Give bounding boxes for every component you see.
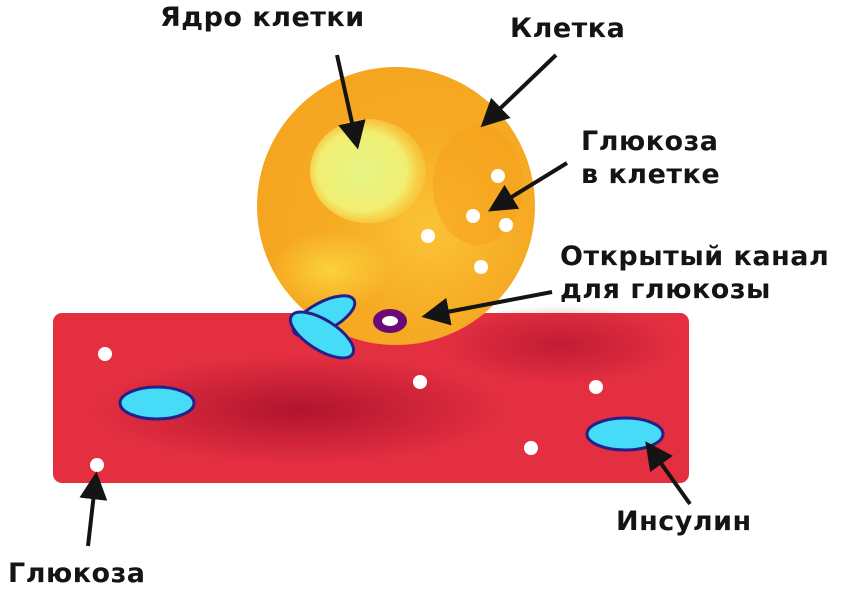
label-open-channel-line1: Открытый канал: [560, 241, 829, 274]
insulin-molecule: [120, 387, 194, 419]
nucleus: [310, 119, 426, 223]
glucose-dot: [474, 260, 488, 274]
label-insulin: Инсулин: [616, 506, 752, 539]
glucose-dot: [589, 380, 603, 394]
glucose-dot: [98, 347, 112, 361]
arrow-glucose: [88, 476, 96, 546]
label-glucose: Глюкоза: [8, 558, 146, 591]
label-glucose-in-cell-line2: в клетке: [581, 159, 720, 192]
glucose-dot: [90, 458, 104, 472]
label-nucleus: Ядро клетки: [160, 2, 365, 35]
arrow-cell: [484, 55, 556, 124]
insulin-molecule: [587, 418, 663, 450]
glucose-dot: [413, 375, 427, 389]
glucose-dot: [421, 229, 435, 243]
label-glucose-in-cell: Глюкоза в клетке: [581, 126, 720, 192]
glucose-dot: [466, 209, 480, 223]
glucose-dot: [491, 169, 505, 183]
glucose-dot: [524, 441, 538, 455]
glucose-channel: [373, 309, 407, 333]
label-cell: Клетка: [510, 13, 625, 46]
label-glucose-in-cell-line1: Глюкоза: [581, 126, 720, 159]
glucose-dot: [499, 218, 513, 232]
label-open-channel: Открытый канал для глюкозы: [560, 241, 829, 307]
label-open-channel-line2: для глюкозы: [560, 274, 829, 307]
